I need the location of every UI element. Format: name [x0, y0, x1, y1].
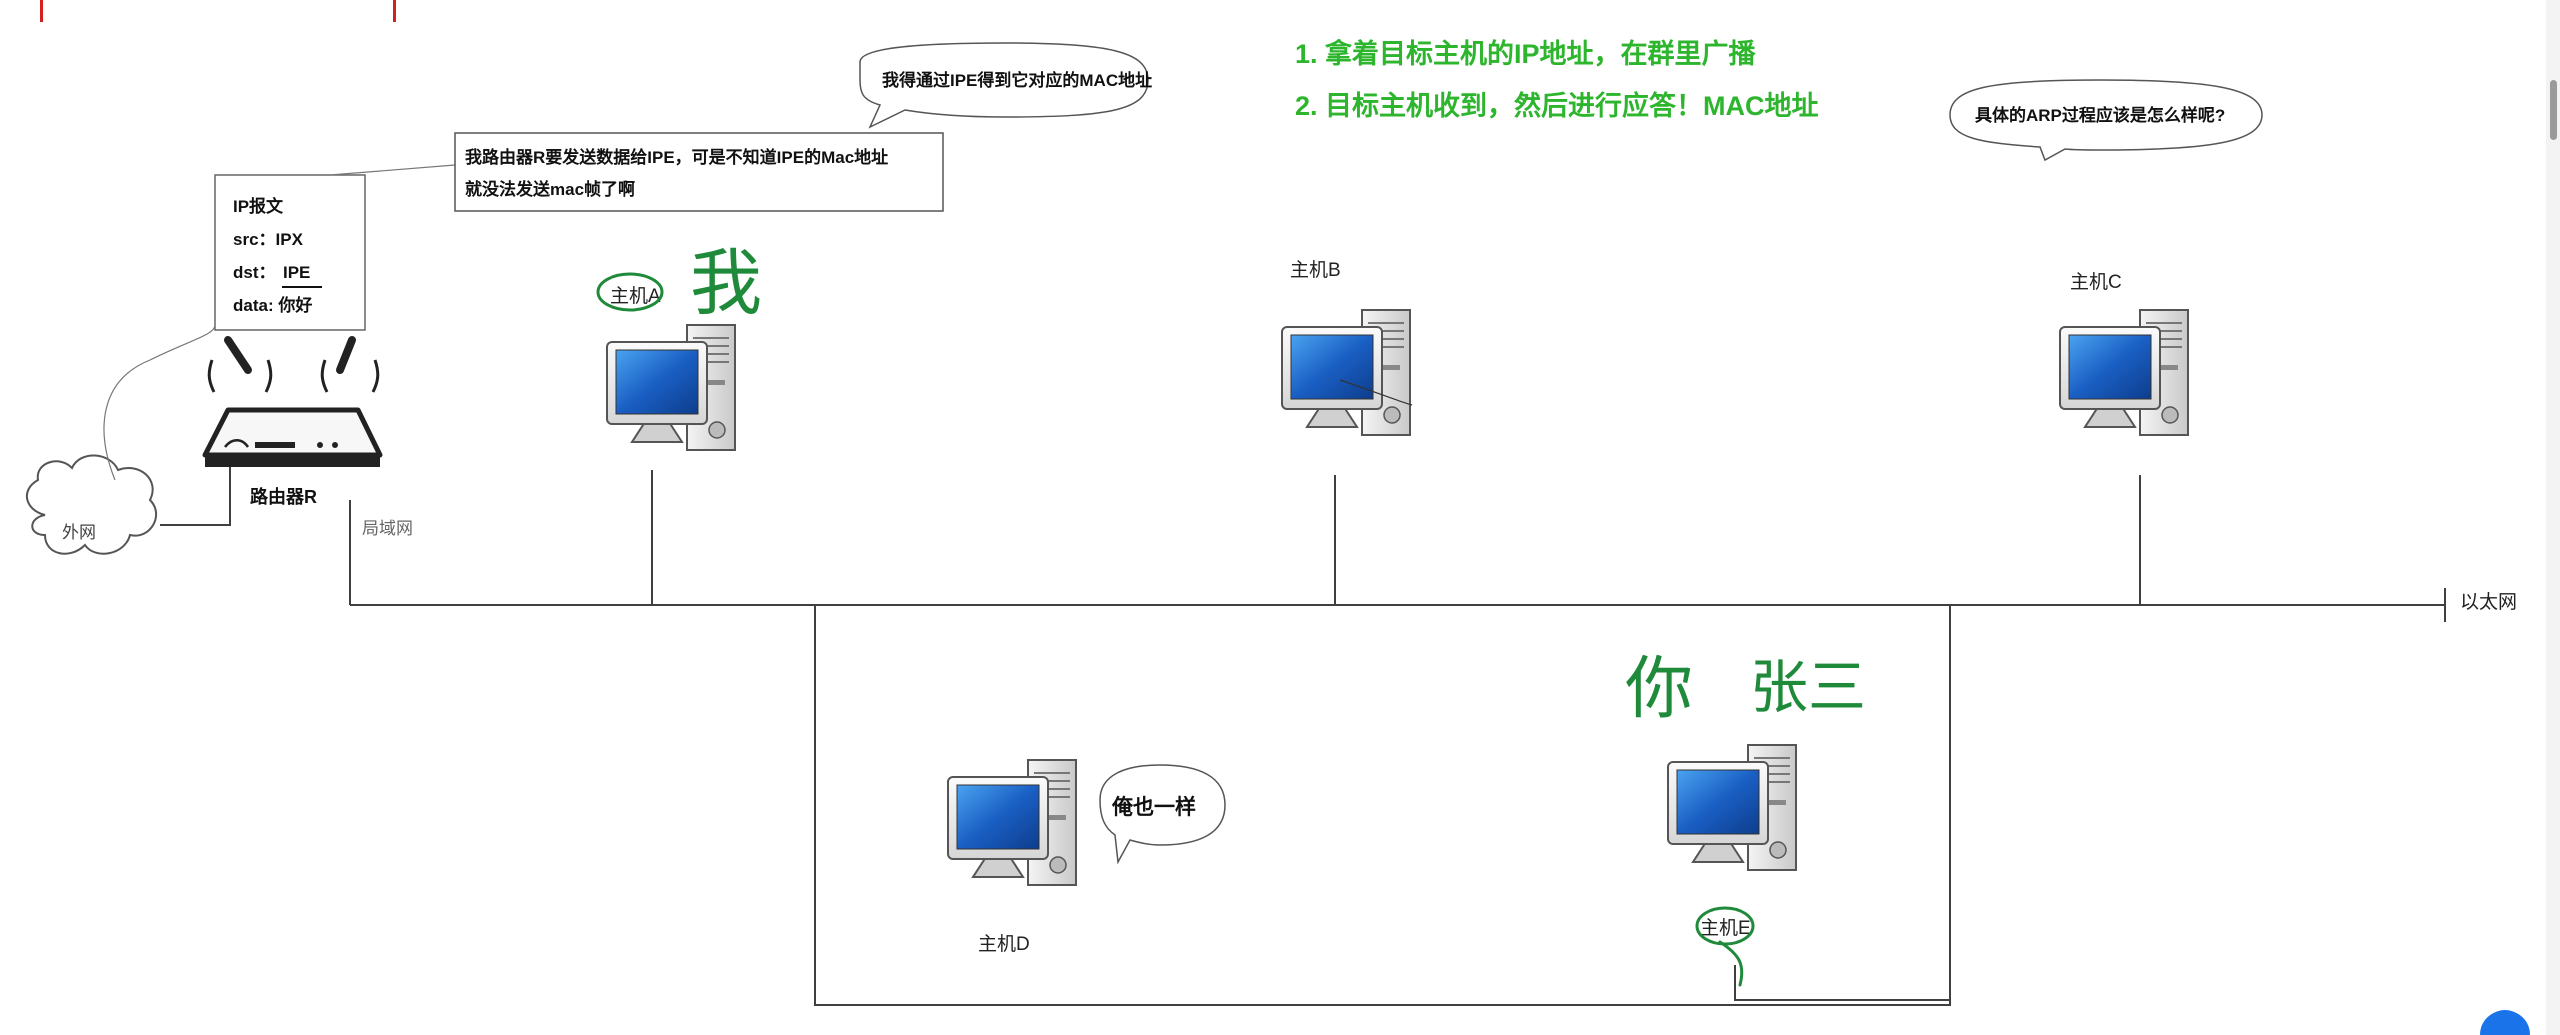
step-2-note: 2. 目标主机收到，然后进行应答！MAC地址 [1295, 90, 1819, 121]
scrollbar-thumb[interactable] [2550, 80, 2557, 140]
speech-bubble-question [1949, 79, 2263, 162]
same-text: 俺也一样 [1111, 795, 1196, 819]
handwritten-annotations [596, 272, 1755, 987]
host-d-computer-icon [947, 759, 1077, 886]
wan-label: 外网 [62, 523, 96, 542]
host-c-label: 主机C [2070, 271, 2122, 293]
router-icon [202, 336, 383, 467]
router-label: 路由器R [250, 486, 317, 507]
question-text: 具体的ARP过程应该是怎么样呢? [1974, 105, 2225, 125]
speech-bubble-need-mac [859, 42, 1149, 129]
lan-label: 局域网 [362, 519, 413, 538]
handwriting-me: 我 [690, 244, 762, 324]
packet-title: IP报文 [233, 196, 284, 216]
ethernet-bus [160, 465, 2446, 1006]
vertical-scrollbar[interactable] [2546, 0, 2560, 1035]
wan-cloud [26, 454, 157, 555]
step-1-note: 1. 拿着目标主机的IP地址，在群里广播 [1295, 38, 1757, 69]
handwriting-you: 你 [1625, 651, 1693, 727]
host-e-label: 主机E [1700, 917, 1751, 939]
host-e-computer-icon [1667, 744, 1797, 871]
host-b-label: 主机B [1290, 259, 1341, 281]
packet-src: src：IPX [233, 230, 304, 249]
ip-packet-box [214, 174, 366, 331]
packet-dst-label: dst： [233, 263, 276, 282]
speech-bubble-same [1099, 764, 1226, 865]
ethernet-label: 以太网 [2460, 591, 2517, 613]
host-b-computer-icon [1281, 309, 1411, 436]
handwriting-zhang-san: 张三 [1750, 655, 1866, 720]
router-note-box [454, 132, 944, 212]
host-c-computer-icon [2059, 309, 2189, 436]
host-d-label: 主机D [978, 933, 1030, 955]
router-note-line1: 我路由器R要发送数据给IPE，可是不知道IPE的Mac地址 [465, 147, 888, 167]
host-a-computer-icon [606, 324, 736, 451]
packet-data: data: 你好 [233, 295, 312, 315]
packet-dst-value: IPE [283, 263, 310, 282]
host-a-label: 主机A [610, 285, 661, 307]
router-note-line2: 就没法发送mac帧了啊 [465, 179, 635, 199]
need-mac-text: 我得通过IPE得到它对应的MAC地址 [882, 70, 1152, 90]
